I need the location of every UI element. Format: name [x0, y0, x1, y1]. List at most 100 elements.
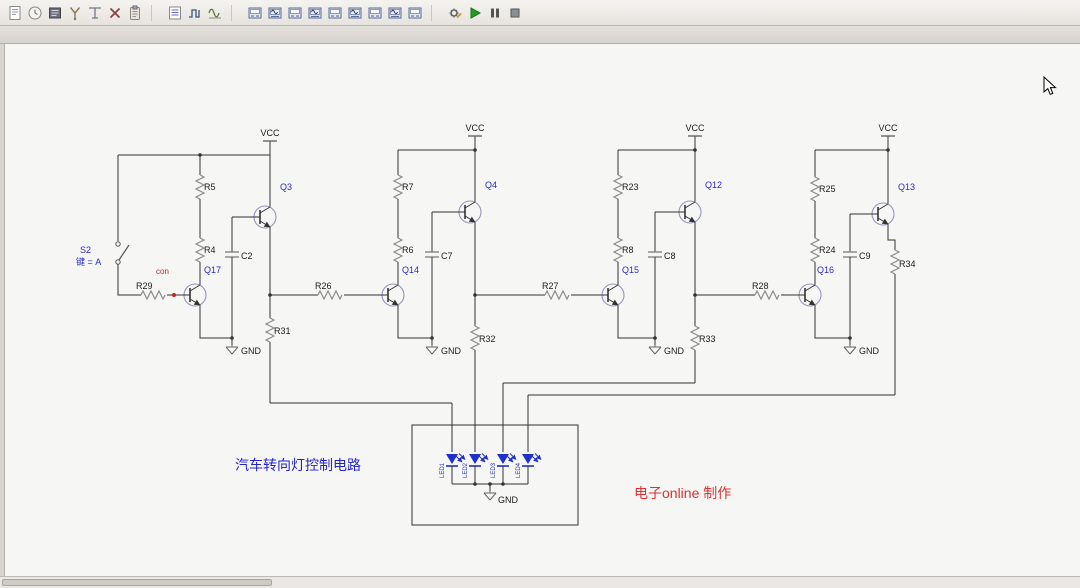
toolbar-separator [231, 4, 240, 21]
resistor-r6[interactable] [393, 237, 403, 263]
wire [397, 305, 432, 339]
ground-symbol[interactable] [648, 344, 662, 355]
led-2[interactable] [469, 454, 488, 467]
transistor-q16[interactable] [794, 284, 821, 306]
q15-label: Q15 [622, 265, 639, 275]
transistor-q4[interactable] [454, 201, 481, 223]
transistor-q12[interactable] [674, 201, 701, 223]
resistor-r33[interactable] [690, 325, 700, 351]
led-box[interactable]: LED1 LED2 LED3 LED4 GND [270, 382, 895, 526]
ground-symbol[interactable] [843, 344, 857, 355]
resistor-r27[interactable] [544, 290, 570, 300]
sheet-icon[interactable] [5, 3, 25, 23]
transistor-q14[interactable] [377, 284, 404, 306]
stage-2[interactable]: VCC R7 R6 R32 R26 C7 Q4 Q14 GND [270, 123, 497, 452]
ground-symbol[interactable] [483, 490, 497, 501]
resistor-r8[interactable] [613, 237, 623, 263]
history-icon[interactable] [25, 3, 45, 23]
led-4[interactable] [522, 454, 541, 467]
toolbar-separator [151, 4, 160, 21]
logic-trace-icon[interactable] [185, 3, 205, 23]
word-generator-icon[interactable] [345, 3, 365, 23]
waveform-icon[interactable] [205, 3, 225, 23]
transistor-q17[interactable] [179, 284, 206, 306]
clipboard-icon[interactable] [125, 3, 145, 23]
c9-label: C9 [859, 251, 871, 261]
switch-s2[interactable] [115, 241, 130, 265]
resistor-r24[interactable] [810, 237, 820, 263]
stage-1[interactable]: VCC R5 R4 R31 R29 C2 [76, 128, 292, 403]
toolbar-separator [431, 4, 440, 21]
gnd-label: GND [441, 346, 462, 356]
gnd-label: GND [859, 346, 880, 356]
resistor-r25[interactable] [810, 176, 820, 202]
vcc-symbol[interactable] [880, 135, 896, 151]
oscilloscope-icon[interactable] [305, 3, 325, 23]
vcc-symbol[interactable] [687, 135, 703, 151]
con-net-marker[interactable] [172, 293, 176, 297]
run-simulation-icon[interactable] [465, 3, 485, 23]
capacitor-c8[interactable] [647, 251, 663, 258]
resistor-r7[interactable] [393, 174, 403, 200]
resistor-r29[interactable] [140, 290, 166, 300]
horizontal-scrollbar-thumb[interactable] [2, 579, 272, 586]
ground-symbol[interactable] [225, 344, 239, 355]
logic-analyzer-icon[interactable] [365, 3, 385, 23]
led1-label: LED1 [440, 462, 446, 478]
resistor-r34[interactable] [890, 249, 900, 275]
junction [473, 482, 477, 486]
vcc-symbol[interactable] [262, 140, 278, 156]
ground-symbol[interactable] [425, 344, 439, 355]
r4-label: R4 [204, 245, 216, 255]
function-generator-icon[interactable] [265, 3, 285, 23]
wire [199, 305, 232, 339]
junction [653, 336, 657, 340]
led3-label: LED3 [491, 462, 497, 478]
resistor-r32[interactable] [470, 325, 480, 351]
r29-label: R29 [136, 281, 153, 291]
capacitor-c7[interactable] [424, 251, 440, 258]
horizontal-scrollbar[interactable] [0, 576, 1080, 588]
report-list-icon[interactable] [165, 3, 185, 23]
pause-simulation-icon[interactable] [485, 3, 505, 23]
distortion-analyzer-icon[interactable] [405, 3, 425, 23]
transistor-q13[interactable] [867, 203, 894, 225]
q3-label: Q3 [280, 182, 292, 192]
resistor-r4[interactable] [195, 237, 205, 263]
transistor-q15[interactable] [597, 284, 624, 306]
stage-3[interactable]: VCC R23 R8 R33 R27 C8 Q12 Q15 GND [475, 123, 722, 383]
r8-label: R8 [622, 245, 634, 255]
resistor-r5[interactable] [195, 174, 205, 200]
resistor-r28[interactable] [754, 290, 780, 300]
stage-4[interactable]: VCC R25 R24 R34 R28 C9 Q13 Q16 GND [695, 123, 916, 395]
capacitor-c9[interactable] [842, 251, 858, 258]
bode-plotter-icon[interactable] [325, 3, 345, 23]
vcc-symbol[interactable] [467, 135, 483, 151]
r6-label: R6 [402, 245, 414, 255]
logic-converter-icon[interactable] [385, 3, 405, 23]
led-3[interactable] [497, 454, 516, 467]
r24-label: R24 [819, 245, 836, 255]
r33-label: R33 [699, 334, 716, 344]
resistor-r23[interactable] [613, 174, 623, 200]
component-list-icon[interactable] [45, 3, 65, 23]
schematic-title: 汽车转向灯控制电路 [235, 457, 361, 473]
transistor-q3[interactable] [249, 206, 276, 228]
resistor-r31[interactable] [265, 317, 275, 343]
resistor-r26[interactable] [317, 290, 343, 300]
wire-junction-icon[interactable] [65, 3, 85, 23]
delete-icon[interactable] [105, 3, 125, 23]
capacitor-c2[interactable] [224, 251, 240, 258]
gnd-label: GND [498, 495, 519, 505]
r31-label: R31 [274, 326, 291, 336]
stop-simulation-icon[interactable] [505, 3, 525, 23]
simulation-settings-icon[interactable] [445, 3, 465, 23]
wire [814, 305, 850, 339]
wattmeter-icon[interactable] [285, 3, 305, 23]
measure-probe-icon[interactable] [85, 3, 105, 23]
led2-label: LED2 [463, 462, 469, 478]
multimeter-icon[interactable] [245, 3, 265, 23]
wire [527, 394, 895, 452]
junction [848, 336, 852, 340]
